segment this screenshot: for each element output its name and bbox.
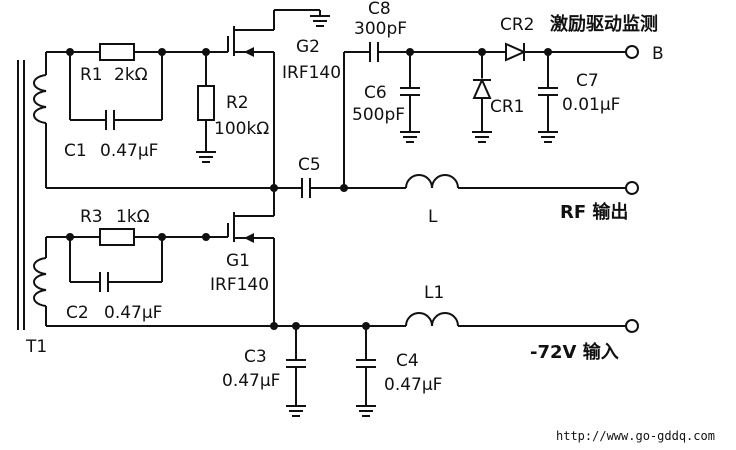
r1-value: 2kΩ	[114, 65, 148, 85]
c2-name: C2	[66, 303, 89, 323]
r1-name: R1	[80, 65, 103, 85]
c1-name: C1	[64, 141, 87, 161]
supply-input-label: -72V 输入	[530, 341, 619, 363]
lower-gate-network	[45, 228, 274, 327]
rf-output-terminal	[625, 181, 639, 195]
c6-name: C6	[364, 83, 387, 103]
inductor-l	[405, 174, 459, 189]
terminal-b-label: B	[652, 44, 664, 64]
resistor-r1	[99, 43, 135, 61]
upper-gate-network	[45, 43, 274, 189]
c6-value: 500pF	[352, 105, 405, 125]
cr2-name: CR2	[500, 15, 535, 35]
c4-name: C4	[396, 351, 419, 371]
c7-value: 0.01μF	[562, 95, 620, 115]
resistor-r2	[197, 85, 215, 121]
monitor-terminal-b	[625, 45, 639, 59]
r3-name: R3	[80, 207, 103, 227]
l1-name: L1	[424, 283, 444, 303]
r2-value: 100kΩ	[214, 119, 269, 139]
rf-output-path	[274, 174, 639, 198]
cr1-name: CR1	[490, 97, 525, 117]
c8-value: 300pF	[354, 19, 407, 39]
c4-value: 0.47μF	[384, 375, 442, 395]
resistor-r3	[99, 228, 135, 246]
r2-name: R2	[226, 93, 249, 113]
g1-part: IRF140	[210, 275, 269, 295]
diode-cr1	[472, 77, 492, 99]
drive-monitor-branch	[343, 42, 639, 188]
g1-name: G1	[226, 251, 250, 271]
g2-part: IRF140	[282, 63, 341, 83]
c8-name: C8	[368, 0, 391, 19]
c7-name: C7	[576, 71, 599, 91]
supply-terminal	[625, 319, 639, 333]
watermark-url: http://www.go-gddq.com	[556, 429, 715, 443]
inductor-l-label: L	[428, 207, 438, 227]
c3-value: 0.47μF	[222, 371, 280, 391]
rf-output-label: RF 输出	[560, 201, 628, 223]
t1-name: T1	[25, 337, 47, 357]
g2-name: G2	[296, 37, 320, 57]
c5-name: C5	[298, 155, 321, 175]
drive-monitor-label: 激励驱动监测	[550, 13, 658, 35]
c3-name: C3	[244, 347, 267, 367]
supply-rail	[270, 312, 639, 417]
r3-value: 1kΩ	[116, 207, 150, 227]
c1-value: 0.47μF	[100, 141, 158, 161]
transformer-t1	[17, 60, 47, 330]
inductor-l1	[405, 312, 459, 327]
c2-value: 0.47μF	[104, 303, 162, 323]
mosfet-g1	[227, 188, 275, 326]
diode-cr2	[505, 42, 527, 62]
